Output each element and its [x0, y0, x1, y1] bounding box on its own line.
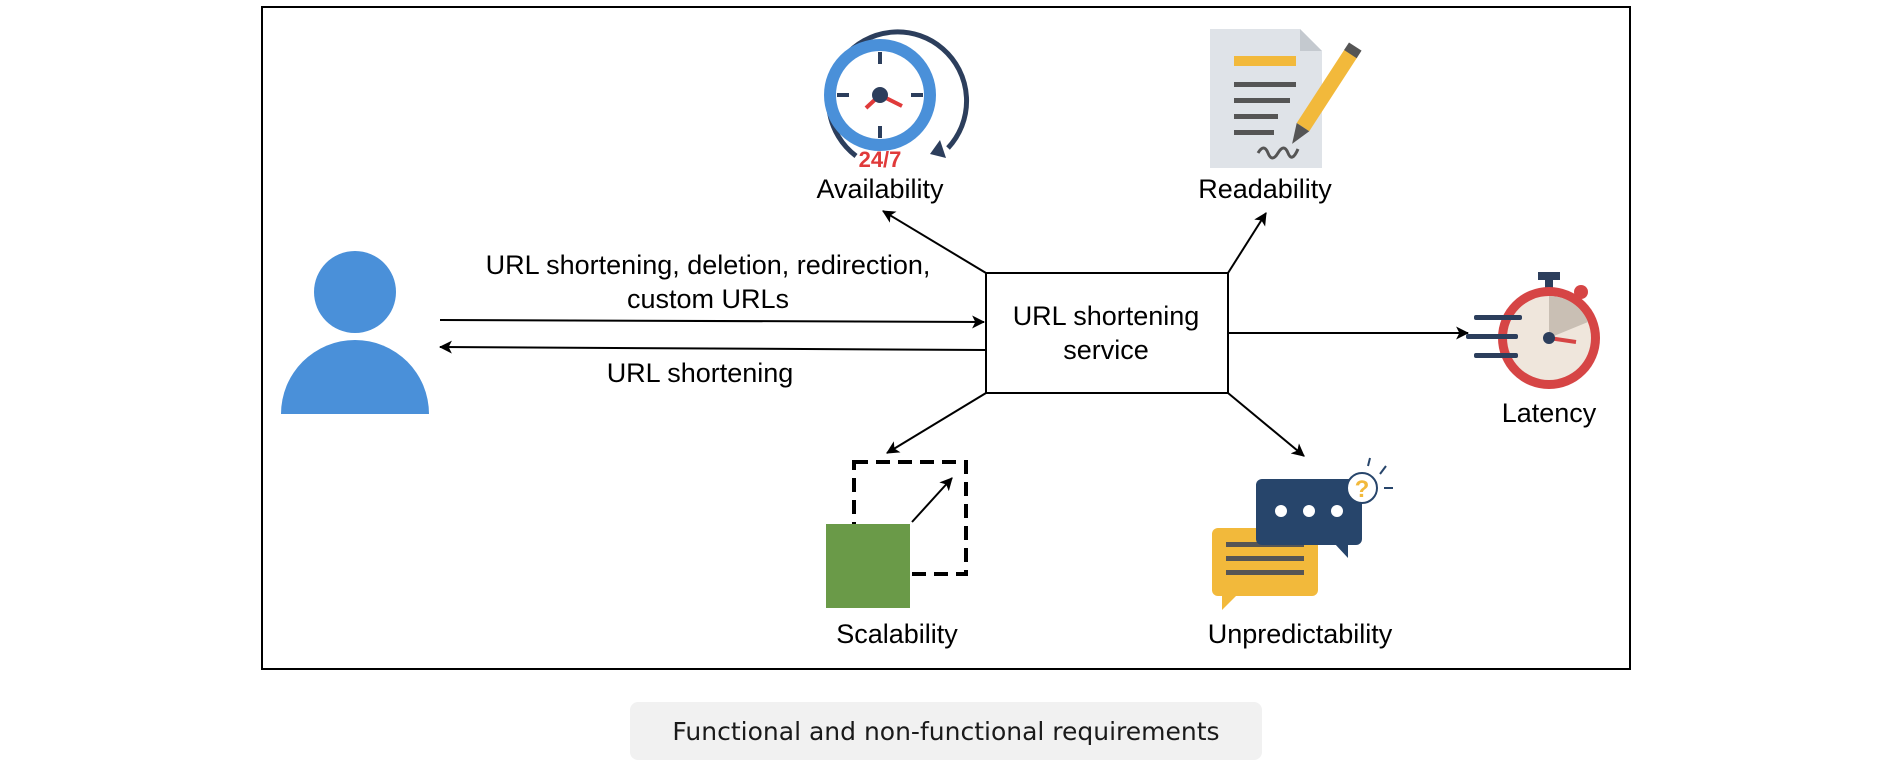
service-label-line1: URL shortening	[1013, 301, 1200, 331]
arrow-to-unpredictability	[1227, 392, 1305, 457]
arrow-to-readability	[1227, 212, 1267, 274]
figure-caption: Functional and non-functional requiremen…	[630, 702, 1262, 760]
response-arrow	[438, 340, 987, 354]
scalability-label: Scalability	[836, 619, 958, 649]
availability-badge: 24/7	[859, 147, 902, 172]
question-mark: ?	[1355, 476, 1370, 503]
availability-clock-icon: 24/7	[824, 29, 970, 172]
request-label-line1: URL shortening, deletion, redirection,	[486, 250, 931, 280]
readability-label: Readability	[1198, 174, 1332, 204]
service-label-line2: service	[1063, 335, 1149, 365]
latency-label: Latency	[1502, 398, 1597, 428]
response-label: URL shortening	[607, 358, 794, 388]
latency-stopwatch-icon	[1466, 272, 1600, 389]
service-box	[985, 272, 1229, 394]
request-arrow	[439, 315, 986, 329]
unpredictability-label: Unpredictability	[1208, 619, 1393, 649]
readability-document-icon	[1210, 29, 1362, 168]
scalability-icon	[826, 460, 968, 608]
request-label-line2: custom URLs	[627, 284, 789, 314]
availability-label: Availability	[816, 174, 944, 204]
arrow-to-scalability	[886, 392, 987, 454]
diagram-frame	[261, 6, 1631, 670]
user-icon	[281, 251, 429, 414]
unpredictability-chat-icon: ?	[1212, 457, 1393, 610]
arrow-to-availability	[882, 210, 987, 274]
caption-text: Functional and non-functional requiremen…	[672, 716, 1220, 746]
